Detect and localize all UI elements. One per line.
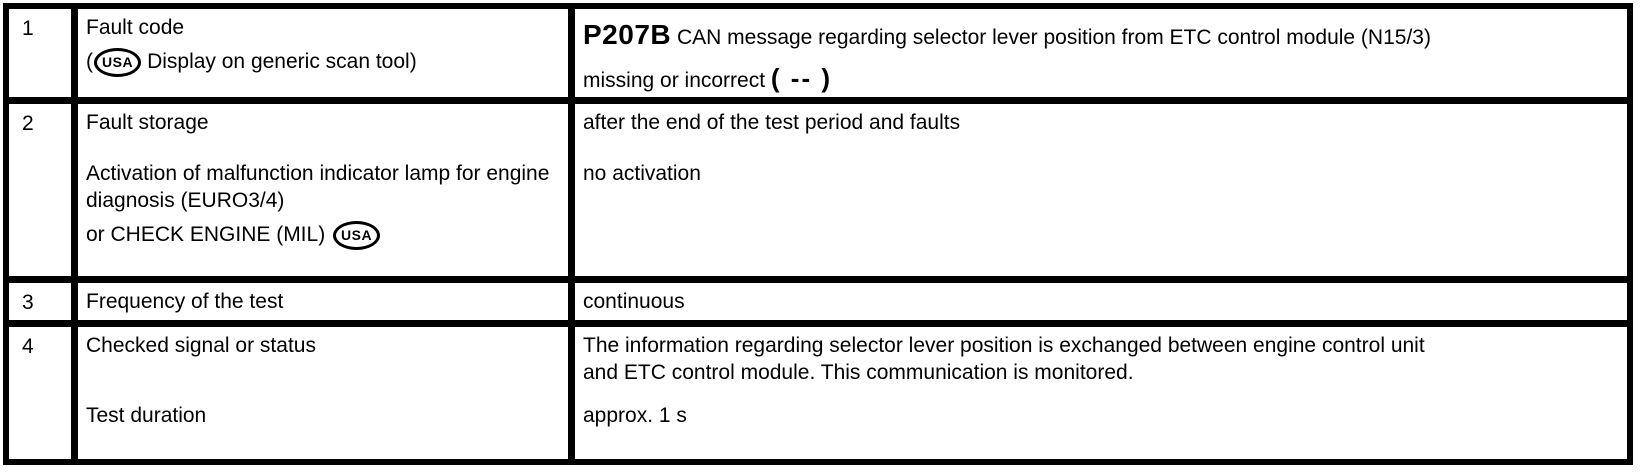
- row-number: 4: [22, 335, 34, 358]
- value-cell-checked-signal: The information regarding selector lever…: [575, 327, 1627, 459]
- label-cell-checked-signal: Checked signal or status Test duration: [78, 327, 568, 459]
- value-paragraph: The information regarding selector lever…: [583, 334, 1425, 384]
- row-number-cell: 1: [9, 9, 71, 97]
- label-line: or CHECK ENGINE (MIL) USA: [86, 221, 560, 250]
- label-line: Fault storage: [86, 111, 209, 134]
- value-cell-frequency: continuous: [575, 283, 1627, 320]
- fault-code-line: P207B CAN message regarding selector lev…: [583, 19, 1431, 50]
- value-line: after the end of the test period and fau…: [583, 111, 961, 134]
- missing-indicator: ( -- ): [770, 63, 832, 93]
- label-line: Test duration: [86, 404, 207, 427]
- row-number-cell: 4: [9, 327, 71, 459]
- label-line: Activation of malfunction indicator lamp…: [86, 162, 550, 212]
- label-cell-fault-storage: Fault storage Activation of malfunction …: [78, 104, 568, 276]
- usa-oval-icon: USA: [94, 48, 142, 77]
- label-line: Frequency of the test: [86, 290, 284, 313]
- usa-oval-icon: USA: [333, 221, 381, 250]
- value-line: approx. 1 s: [583, 404, 687, 427]
- value-cell-fault-code: P207B CAN message regarding selector lev…: [575, 9, 1627, 97]
- row-number-cell: 3: [9, 283, 71, 320]
- value-cell-fault-storage: after the end of the test period and fau…: [575, 104, 1627, 276]
- label-line: Checked signal or status: [86, 334, 316, 357]
- row-number-cell: 2: [9, 104, 71, 276]
- label-line: Fault code: [86, 16, 185, 39]
- fault-code-line: missing or incorrect ( -- ): [583, 63, 832, 93]
- row-number: 3: [22, 291, 34, 314]
- row-number: 1: [22, 17, 34, 40]
- value-line: continuous: [583, 290, 685, 313]
- label-cell-frequency: Frequency of the test: [78, 283, 568, 320]
- row-number: 2: [22, 112, 34, 135]
- value-line: no activation: [583, 162, 701, 185]
- fault-code: P207B: [583, 19, 672, 50]
